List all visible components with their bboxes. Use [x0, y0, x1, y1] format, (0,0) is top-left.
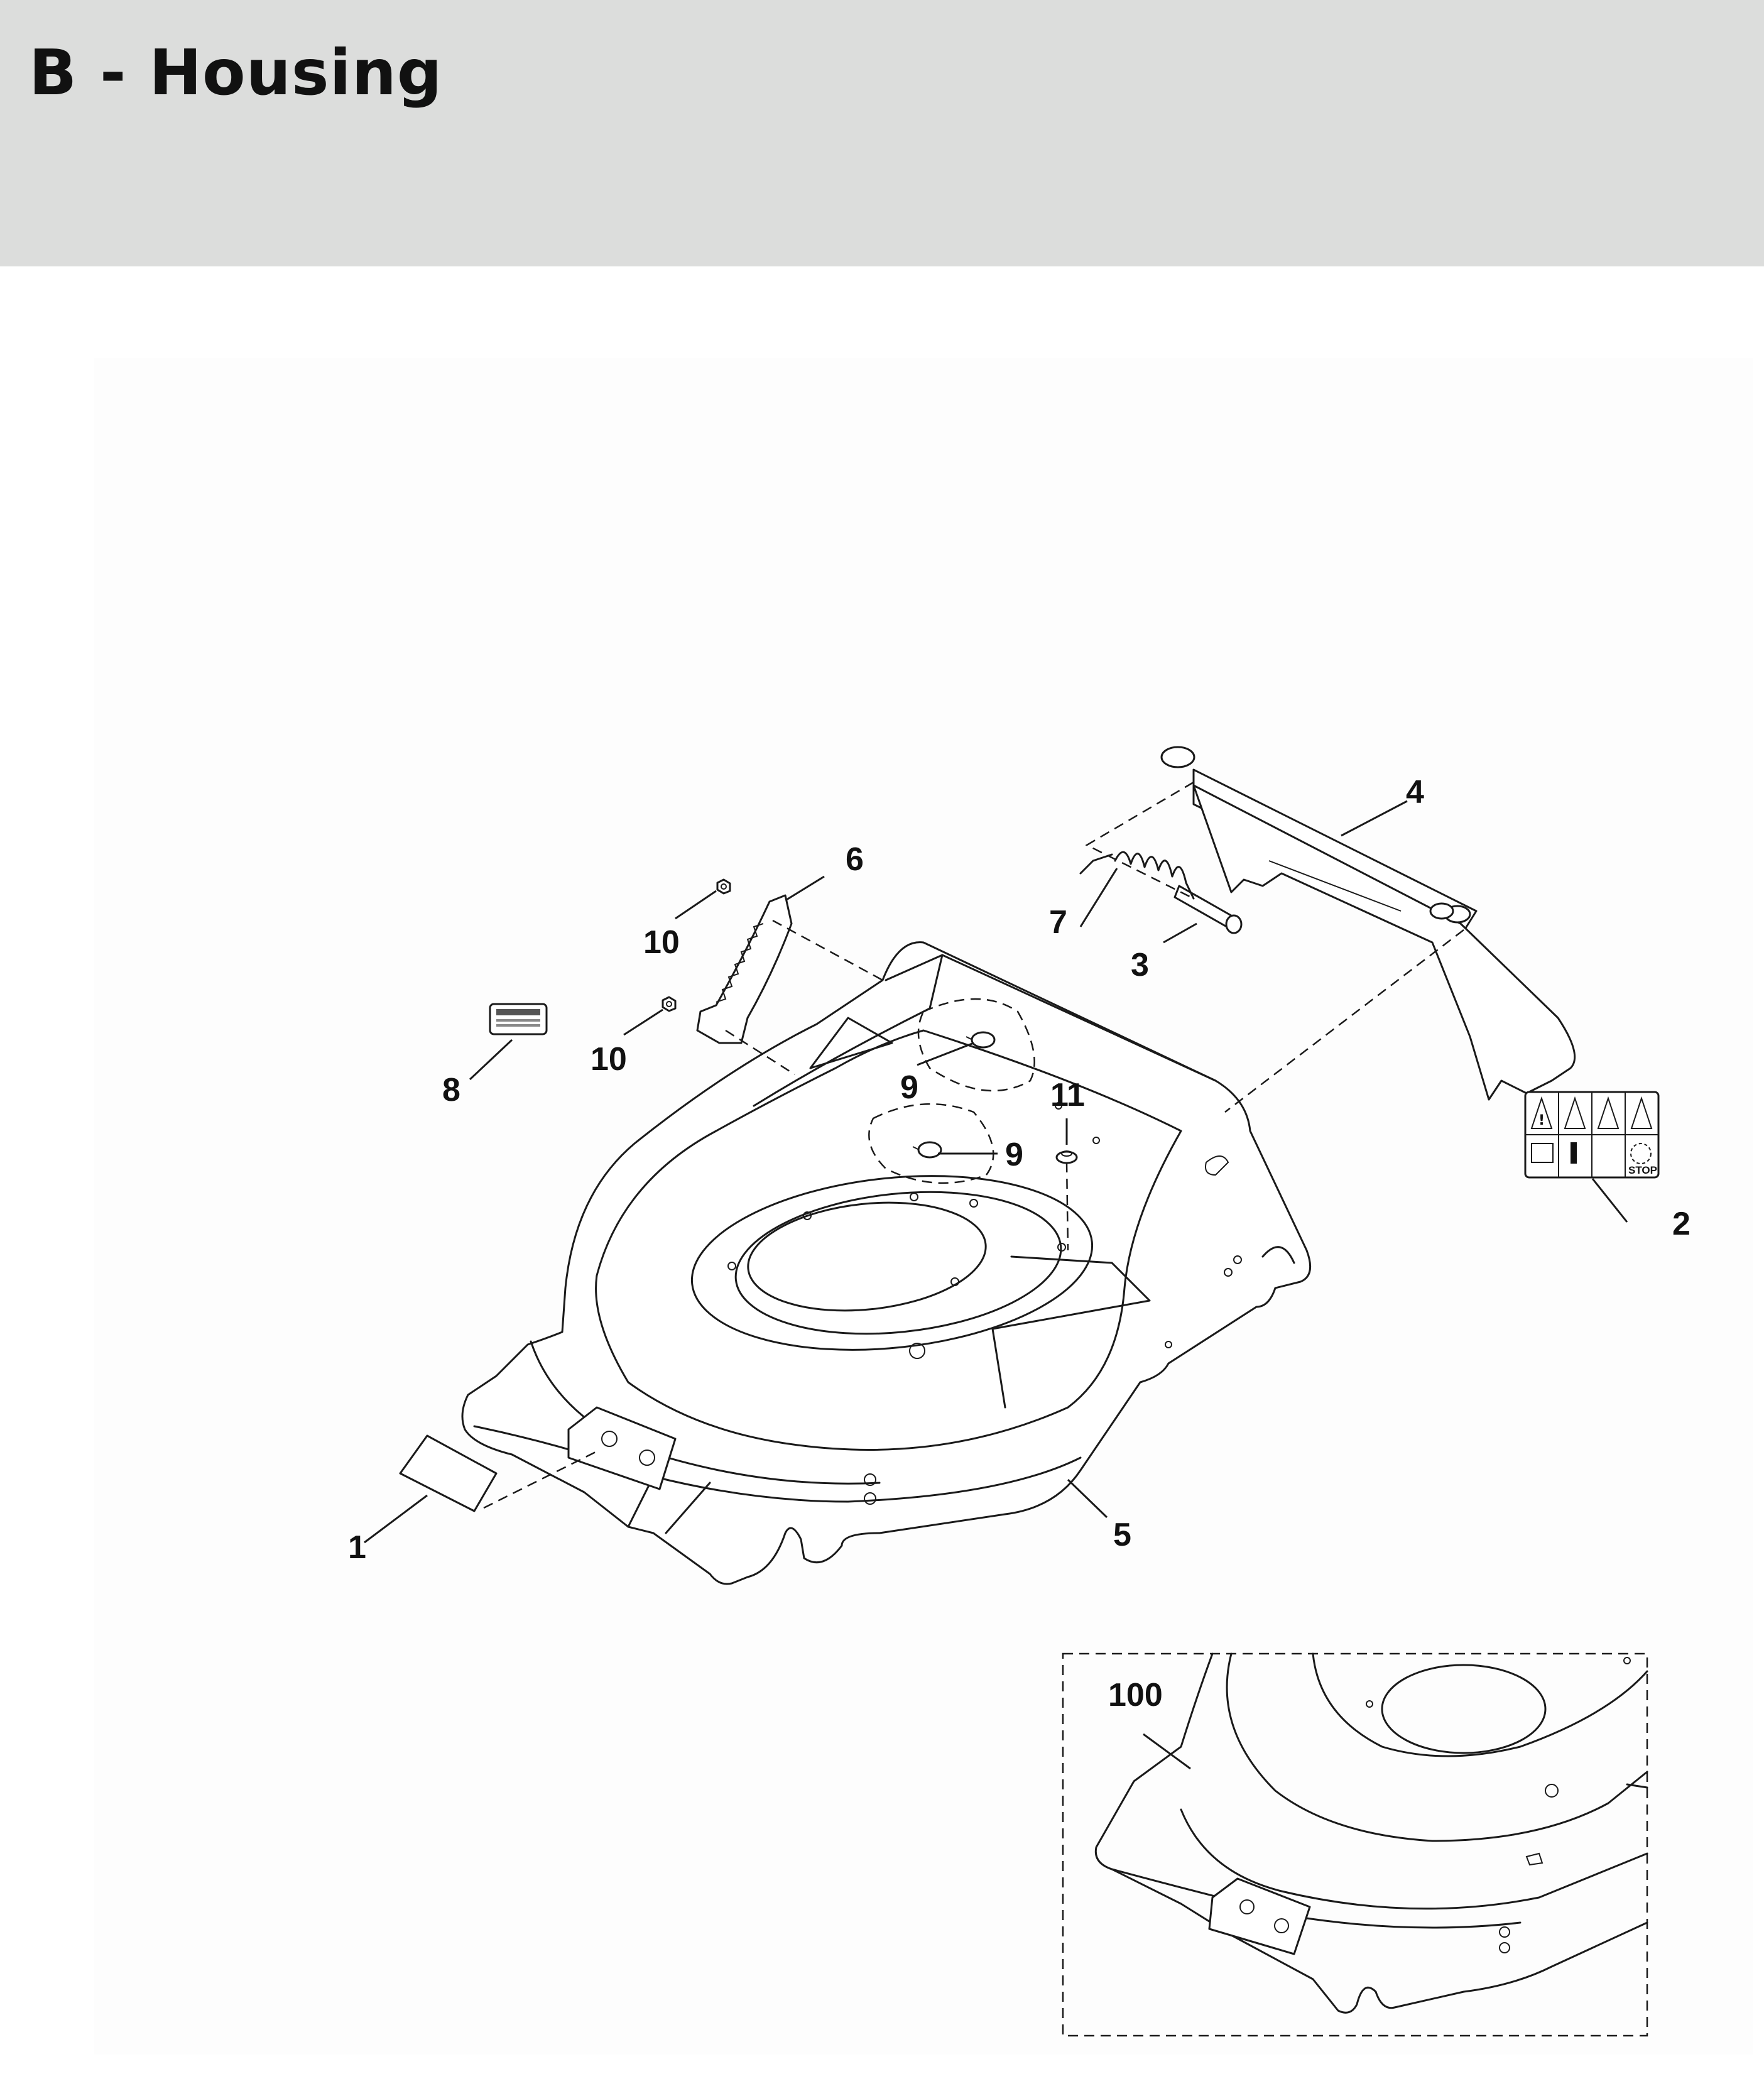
callout-4: 4: [1406, 774, 1424, 811]
header-bar: B - Housing: [0, 0, 1764, 266]
hinge-pin: [1173, 885, 1243, 934]
callout-1: 1: [348, 1529, 366, 1566]
height-adjuster-segment: [696, 894, 793, 1044]
page-title: B - Housing: [29, 36, 443, 109]
nut-upper: [716, 878, 731, 895]
screw-lower: [912, 1141, 942, 1159]
warning-stop-text: STOP: [1628, 1164, 1657, 1176]
callout-100: 100: [1108, 1677, 1163, 1713]
callout-5: 5: [1113, 1517, 1131, 1553]
warning-label: ! STOP: [1524, 1091, 1660, 1179]
leader-lines: [364, 800, 1628, 1770]
assembly-lines: [483, 781, 1464, 1509]
callout-6: 6: [846, 841, 864, 878]
svg-text:!: !: [1538, 1113, 1545, 1128]
blank-plate: [399, 1434, 498, 1512]
dashed-zone-upper: [917, 998, 1035, 1092]
housing-deck: [461, 941, 1312, 1585]
small-label: [489, 1003, 548, 1035]
screw-upper: [966, 1031, 996, 1049]
callout-11: 11: [1050, 1077, 1085, 1113]
callout-9-lower: 9: [1005, 1137, 1023, 1173]
callout-8: 8: [442, 1072, 460, 1108]
nut-lower: [662, 996, 677, 1012]
callout-9-upper: 9: [900, 1069, 918, 1106]
torsion-spring: [1079, 851, 1195, 900]
callout-7: 7: [1049, 904, 1067, 941]
grommet: [1055, 1150, 1078, 1164]
rear-flap: [1160, 746, 1576, 1101]
callout-10-upper: 10: [643, 924, 680, 961]
callout-3: 3: [1131, 947, 1149, 983]
inset-detail-100: [1062, 1652, 1648, 2037]
callout-10-lower: 10: [591, 1041, 627, 1078]
callout-2: 2: [1672, 1206, 1690, 1242]
dashed-zone-lower: [868, 1103, 994, 1184]
